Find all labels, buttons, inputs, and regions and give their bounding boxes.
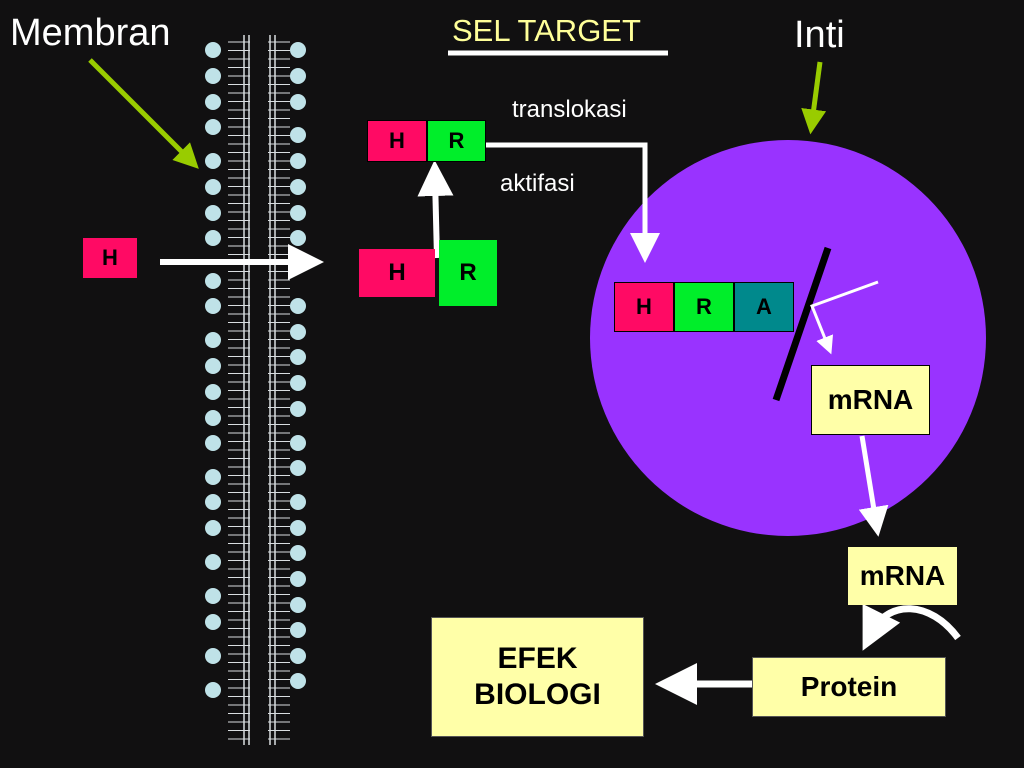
inti-pointer-arrow [801,61,827,135]
receptor-box-nucleus: R [674,282,734,332]
lipid-head [290,622,306,638]
lipid-head [290,494,306,510]
lipid-head [205,230,221,246]
translokasi-label: translokasi [512,96,627,123]
transcription-arrow [810,280,879,355]
lipid-head [290,94,306,110]
translocation-arrow [486,142,660,263]
lipid-head [290,648,306,664]
aktifasi-label: aktifasi [500,170,575,197]
sel-target-title: SEL TARGET [452,13,641,48]
lipid-head [205,682,221,698]
lipid-head [290,127,306,143]
lipid-head [290,298,306,314]
lipid-head [205,68,221,84]
lipid-head [205,273,221,289]
acceptor-box-nucleus: A [734,282,794,332]
hormone-outside-box: H [83,238,137,278]
efek-biologi-line2: BIOLOGI [474,678,601,711]
lipid-head [205,469,221,485]
receptor-box-active: R [427,120,486,162]
hormone-box-active: H [367,120,427,162]
lipid-head [290,42,306,58]
lipid-head [290,435,306,451]
lipid-head [205,435,221,451]
lipid-head [290,545,306,561]
lipid-head [290,205,306,221]
lipid-head [205,410,221,426]
lipid-head [205,554,221,570]
lipid-head [290,179,306,195]
lipid-head [205,205,221,221]
lipid-head [290,673,306,689]
lipid-head [290,349,306,365]
lipid-head [205,648,221,664]
lipid-head [205,614,221,630]
lipid-head [205,94,221,110]
activation-arrow [417,160,454,259]
mrna-cytoplasm-box: mRNA [848,547,957,605]
inti-label: Inti [794,14,845,56]
membran-pointer-arrow [88,58,199,169]
receptor-box-inactive: R [439,240,497,306]
hormone-box-inactive: H [359,249,435,297]
lipid-head [205,179,221,195]
lipid-head [205,494,221,510]
nucleus [590,140,986,536]
lipid-head [290,68,306,84]
lipid-head [290,153,306,169]
cell-membrane [205,35,306,745]
lipid-head [290,230,306,246]
lipid-head [290,401,306,417]
lipid-head [205,358,221,374]
translation-arrow [862,603,961,651]
lipid-head [290,375,306,391]
lipid-head [205,520,221,536]
protein-box: Protein [752,657,946,717]
lipid-head [205,298,221,314]
lipid-head [205,153,221,169]
lipid-head [290,460,306,476]
lipid-head [205,119,221,135]
mrna-nucleus-box: mRNA [811,365,930,435]
efek-biologi-box: EFEK BIOLOGI [431,617,644,737]
efek-biologi-line1: EFEK [497,642,578,675]
lipid-head [290,324,306,340]
hormone-box-nucleus: H [614,282,674,332]
lipid-head [290,571,306,587]
lipid-head [205,384,221,400]
lipid-head [205,332,221,348]
lipid-head [290,520,306,536]
lipid-head [205,42,221,58]
dna-strand [772,246,832,402]
mrna-export-arrow [858,435,889,537]
lipid-head [205,588,221,604]
lipid-head [290,597,306,613]
membran-label: Membran [10,12,171,54]
